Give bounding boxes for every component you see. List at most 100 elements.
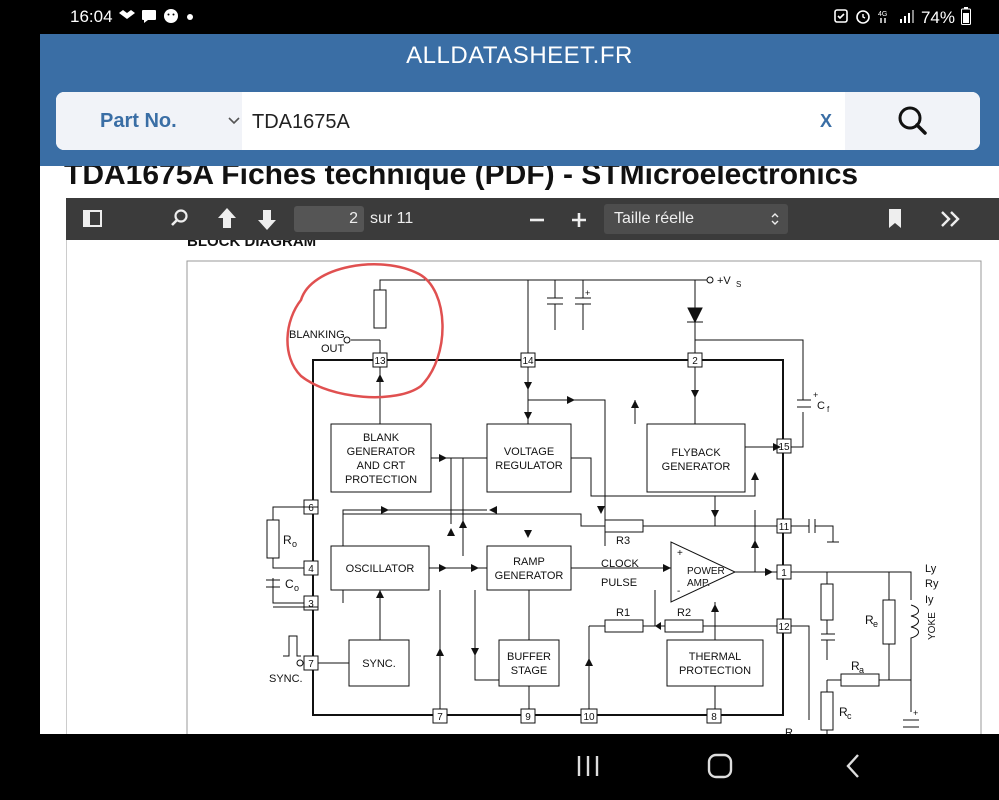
site-title[interactable]: ALLDATASHEET.FR: [406, 42, 633, 69]
svg-text:10: 10: [583, 712, 595, 723]
buffer-stage-block: [498, 639, 560, 687]
svg-text:+: +: [813, 390, 818, 400]
svg-text:+: +: [913, 708, 918, 718]
search-box: Part No. X: [54, 90, 982, 152]
zoom-in-icon[interactable]: [564, 198, 594, 240]
svg-text:Iy: Iy: [925, 594, 934, 606]
svg-text:+V: +V: [717, 275, 731, 287]
svg-text:BLANK: BLANK: [363, 432, 400, 444]
svg-text:R: R: [865, 613, 874, 627]
svg-text:R1: R1: [616, 607, 630, 619]
svg-text:R: R: [839, 705, 848, 719]
svg-text:RAMP: RAMP: [513, 556, 545, 568]
part-number-input[interactable]: [250, 104, 794, 140]
svg-text:BLANKING: BLANKING: [289, 329, 345, 341]
smiley-icon: [163, 8, 179, 27]
svg-text:8: 8: [711, 712, 717, 723]
status-time: 16:04: [70, 7, 113, 26]
back-icon[interactable]: [834, 748, 874, 784]
zoom-select[interactable]: Taille réelle: [604, 204, 788, 234]
zoom-select-value: Taille réelle: [614, 210, 695, 227]
dot-icon: [185, 9, 195, 25]
svg-text:BUFFER: BUFFER: [507, 651, 551, 663]
svg-text:R3: R3: [616, 535, 630, 547]
svg-text:11: 11: [779, 522, 790, 533]
svg-text:+: +: [677, 548, 683, 559]
thermal-protection-block: [666, 639, 764, 687]
svg-text:SYNC.: SYNC.: [362, 658, 396, 670]
svg-text:SYNC.: SYNC.: [269, 673, 303, 685]
signal-icon: [899, 8, 915, 27]
svg-text:S: S: [736, 280, 741, 289]
svg-text:AND CRT: AND CRT: [357, 460, 406, 472]
network-4g-icon: 4G: [877, 8, 893, 27]
power-amp-triangle: [670, 541, 737, 603]
svg-text:THERMAL: THERMAL: [689, 651, 742, 663]
svg-text:o: o: [294, 583, 299, 593]
svg-text:OUT: OUT: [321, 343, 345, 355]
svg-text:R2: R2: [677, 607, 691, 619]
svg-text:c: c: [847, 711, 852, 721]
previous-page-icon[interactable]: [212, 198, 242, 240]
clock-icon: [855, 8, 871, 27]
svg-text:Ry: Ry: [925, 578, 939, 590]
page-total: sur 11: [370, 210, 414, 227]
sidebar-toggle-icon[interactable]: [78, 198, 108, 240]
svg-text:14: 14: [522, 356, 534, 367]
category-label: Part No.: [100, 110, 177, 132]
category-select[interactable]: Part No.: [56, 92, 242, 150]
svg-text:-: -: [677, 586, 680, 597]
recents-icon[interactable]: [568, 748, 608, 784]
svg-text:GENERATOR: GENERATOR: [495, 570, 564, 582]
search-pdf-icon[interactable]: [164, 198, 194, 240]
svg-text:R: R: [283, 533, 292, 547]
next-page-icon[interactable]: [252, 198, 282, 240]
svg-text:7: 7: [308, 659, 314, 670]
svg-text:OSCILLATOR: OSCILLATOR: [346, 563, 415, 575]
search-button[interactable]: [845, 92, 980, 150]
svg-text:PROTECTION: PROTECTION: [679, 665, 751, 677]
bookmark-icon[interactable]: [880, 198, 910, 240]
chevron-down-icon: [228, 92, 240, 150]
message-icon: [141, 9, 157, 26]
svg-text:a: a: [859, 665, 864, 675]
select-arrows-icon: [770, 204, 780, 245]
search-icon: [845, 106, 980, 150]
navigation-bar: [40, 734, 999, 800]
svg-text:7: 7: [437, 712, 443, 723]
pdf-toolbar: 2 sur 11 Taille réelle: [66, 198, 999, 240]
svg-text:R: R: [851, 659, 860, 673]
svg-text:Ly: Ly: [925, 563, 937, 575]
home-icon[interactable]: [700, 748, 740, 784]
svg-text:CLOCK: CLOCK: [601, 558, 640, 570]
search-area: Part No. X: [40, 78, 999, 166]
status-bar: 16:04 4G 74%: [40, 0, 999, 34]
svg-text:3: 3: [308, 599, 314, 610]
svg-text:PULSE: PULSE: [601, 577, 637, 589]
diagram-heading: BLOCK DIAGRAM: [187, 240, 316, 250]
svg-text:C: C: [285, 577, 294, 591]
svg-text:FLYBACK: FLYBACK: [671, 447, 721, 459]
svg-text:PROTECTION: PROTECTION: [345, 474, 417, 486]
more-tools-icon[interactable]: [936, 198, 966, 240]
svg-text:AMP.: AMP.: [687, 578, 710, 589]
zoom-out-icon[interactable]: [522, 198, 552, 240]
ramp-generator-block: [486, 545, 572, 591]
svg-text:9: 9: [525, 712, 531, 723]
svg-text:REGULATOR: REGULATOR: [495, 460, 562, 472]
pdf-viewer[interactable]: BLOCK DIAGRAM BLANK GENERATOR AND CRT PR…: [66, 240, 999, 734]
svg-text:VOLTAGE: VOLTAGE: [504, 446, 554, 458]
svg-text:12: 12: [778, 622, 790, 633]
svg-text:13: 13: [374, 356, 386, 367]
block-diagram: BLOCK DIAGRAM BLANK GENERATOR AND CRT PR…: [186, 240, 982, 734]
alarm-icon: [833, 8, 849, 27]
battery-percent: 74%: [920, 7, 955, 27]
page-number-input[interactable]: 2: [294, 206, 364, 232]
svg-text:YOKE: YOKE: [927, 612, 938, 640]
clear-button[interactable]: X: [819, 111, 832, 131]
svg-text:2: 2: [692, 356, 698, 367]
red-annotation-circle: [286, 263, 444, 399]
svg-text:f: f: [827, 405, 830, 414]
svg-text:GENERATOR: GENERATOR: [662, 461, 731, 473]
page-content: TDA1675A Fiches technique (PDF) - STMicr…: [40, 166, 999, 734]
